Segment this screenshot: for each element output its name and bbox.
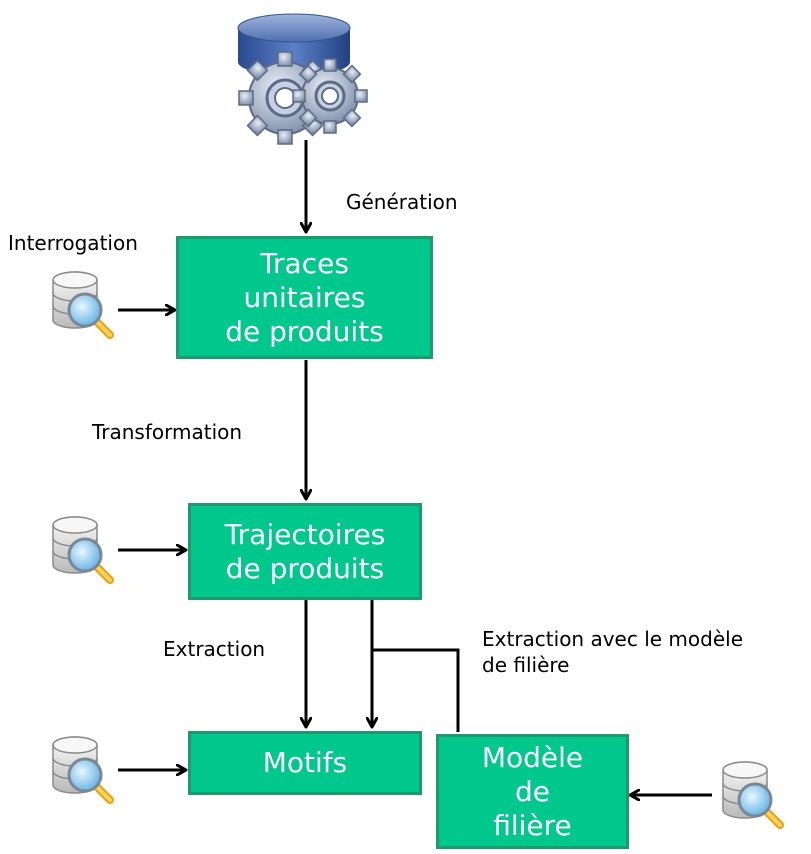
line-modele-link — [372, 648, 460, 732]
label-generation: Génération — [346, 190, 458, 214]
label-interrogation: Interrogation — [8, 231, 138, 255]
node-traces-unitaires: Traces unitaires de produits — [176, 236, 433, 359]
node-motifs: Motifs — [188, 731, 422, 795]
label-transformation: Transformation — [92, 420, 243, 444]
database-search-icon — [53, 517, 110, 580]
database-gears-icon — [237, 13, 368, 145]
database-search-icon — [723, 762, 780, 825]
label-extraction: Extraction — [163, 637, 266, 661]
node-trajectoires: Trajectoires de produits — [188, 503, 422, 600]
node-modele-filiere: Modèle de filière — [436, 734, 629, 849]
connectors — [118, 140, 712, 795]
database-search-icon — [53, 272, 110, 335]
database-search-icon — [53, 737, 110, 800]
label-extraction-modele: Extraction avec le modèle de filière — [482, 627, 744, 677]
